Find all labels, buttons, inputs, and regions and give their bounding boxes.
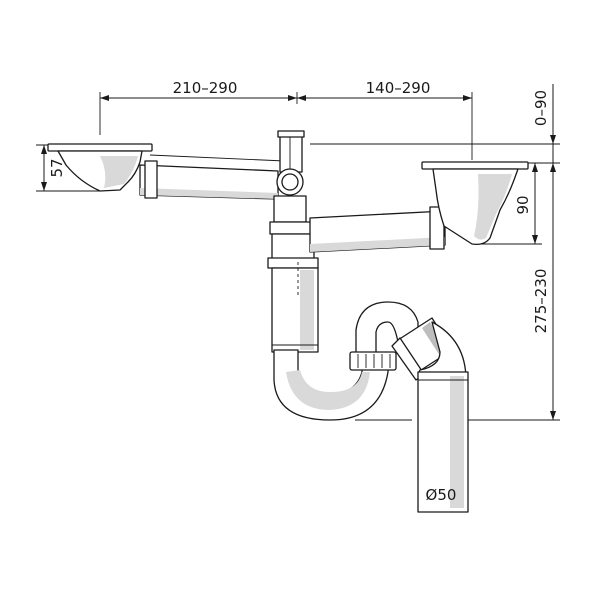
left-bowl-shading [100, 156, 138, 188]
dimension-layer: 210–290 140–290 0–90 275–230 90 57 [36, 79, 560, 421]
outlet-diameter-label: Ø50 [426, 486, 457, 504]
arrow-lbowl-top [41, 145, 47, 154]
tailpiece [271, 262, 319, 353]
right-bowl-shading [474, 174, 512, 240]
tee-body [273, 195, 307, 223]
offset-label: 0–90 [532, 90, 550, 126]
tee-nut [269, 221, 315, 235]
side-outlet-hole [281, 173, 299, 191]
right-pipe-shade [310, 237, 445, 252]
tailpiece-shade [300, 270, 314, 350]
arrow-lbowl-bottom [41, 182, 47, 191]
arrow-right-1 [463, 95, 472, 101]
arrow-rbowl-top [532, 163, 538, 172]
left-pipe-shade [140, 188, 278, 199]
drop-label: 275–230 [532, 269, 550, 334]
arrow-drop-bottom [550, 411, 556, 420]
union-nut [349, 351, 397, 371]
downpipe-shade [450, 376, 464, 508]
center-tee [267, 130, 319, 269]
overflow-stub-cap [277, 130, 305, 138]
right-pipe-collar [429, 206, 445, 250]
left-bowl-depth-label: 57 [48, 158, 66, 177]
right-flange [421, 161, 529, 170]
right-inlet-pipe [309, 206, 446, 253]
arrow-center-a [288, 95, 297, 101]
right-bowl-strainer [421, 161, 529, 246]
right-span-label: 140–290 [366, 79, 431, 97]
arrow-rbowl-bottom [532, 235, 538, 244]
tee-lower-nut [267, 257, 319, 269]
u-trap [273, 301, 419, 421]
left-pipe-top-edge [149, 154, 286, 162]
left-bowl-strainer [47, 143, 153, 192]
right-bowl-depth-label: 90 [514, 195, 532, 214]
u-bend-shade [286, 370, 370, 410]
left-pipe-collar [144, 160, 158, 199]
arrow-left-1 [100, 95, 109, 101]
left-span-label: 210–290 [173, 79, 238, 97]
left-inlet-pipe [139, 154, 286, 200]
arrow-offset-top [550, 135, 556, 144]
left-flange [47, 143, 153, 152]
arrow-center-b [297, 95, 306, 101]
downpipe: Ø50 [417, 371, 469, 513]
overflow-stub [279, 133, 303, 173]
